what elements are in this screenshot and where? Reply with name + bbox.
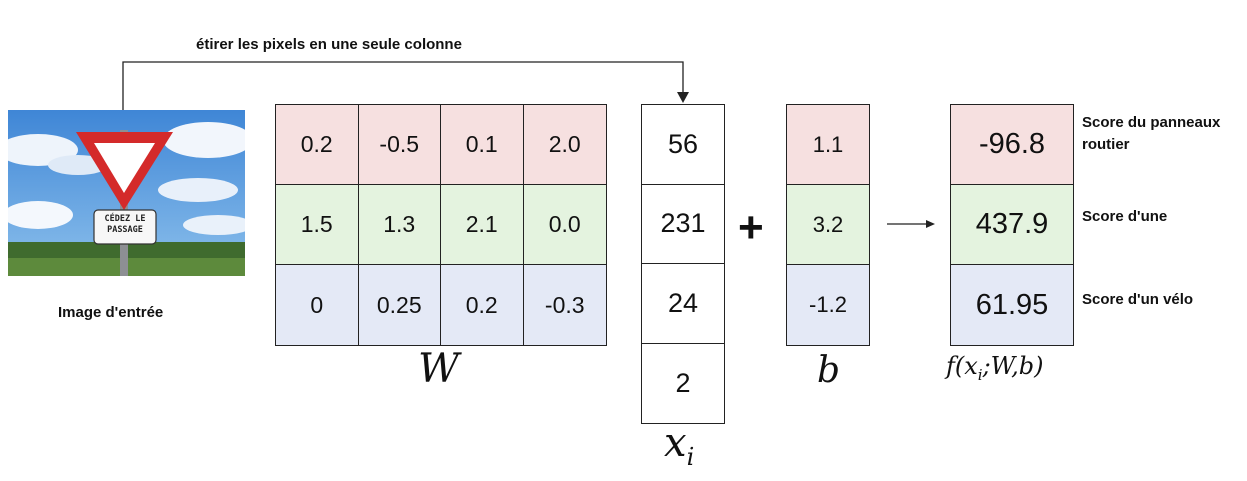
w-cell: 0.2 — [441, 265, 524, 345]
function-label-head: f(x — [946, 352, 978, 380]
bias-vector: 1.1 3.2 -1.2 — [786, 104, 870, 346]
input-image: CÉDEZ LE PASSAGE — [8, 110, 245, 276]
w-cell: 0.2 — [276, 105, 359, 185]
b-cell: -1.2 — [787, 265, 869, 345]
w-cell: 2.1 — [441, 185, 524, 265]
score-vector: -96.8 437.9 61.95 — [950, 104, 1074, 346]
weight-label: W — [418, 346, 460, 392]
x-cell: 2 — [675, 367, 691, 398]
bias-label: b — [817, 350, 841, 391]
w-cell: 0 — [276, 265, 359, 345]
w-cell: 0.25 — [358, 265, 441, 345]
function-label-sub: i — [977, 365, 983, 384]
function-label: f(xi;W,b) — [946, 352, 1044, 384]
w-cell: 2.0 — [523, 105, 606, 185]
x-cell: 56 — [642, 105, 724, 185]
score-label-une: Score d'une — [1082, 208, 1168, 225]
score-label-sign: Score du panneaux routier — [1082, 112, 1220, 156]
w-cell: 1.3 — [358, 185, 441, 265]
sign-text-line2: PASSAGE — [107, 225, 143, 235]
w-cell: 0.0 — [523, 185, 606, 265]
stretch-caption: étirer les pixels en une seule colonne — [196, 36, 462, 53]
score-label-velo: Score d'un vélo — [1082, 291, 1194, 308]
f-cell: -96.8 — [951, 105, 1073, 185]
score-label-sign-line1: Score du panneaux — [1082, 114, 1221, 131]
w-cell: -0.3 — [523, 265, 606, 345]
w-cell: 0.1 — [441, 105, 524, 185]
w-cell: 1.5 — [276, 185, 359, 265]
plus-operator: + — [738, 203, 764, 252]
b-cell: 1.1 — [787, 105, 869, 185]
x-cell: 24 — [642, 264, 724, 344]
pixel-vector: 56 231 24 2 — [641, 104, 725, 424]
b-cell: 3.2 — [787, 185, 869, 265]
x-label-sub: i — [686, 443, 695, 471]
score-label-sign-line2: routier — [1082, 136, 1130, 153]
f-cell: 437.9 — [951, 185, 1073, 265]
x-label-main: x — [664, 420, 687, 466]
weight-matrix: 0.2 -0.5 0.1 2.0 1.5 1.3 2.1 0.0 0 0.25 … — [275, 104, 607, 346]
function-label-tail: ;W,b) — [982, 352, 1044, 380]
x-cell: 231 — [642, 185, 724, 264]
w-cell: -0.5 — [358, 105, 441, 185]
f-cell: 61.95 — [951, 265, 1073, 345]
x-label: xi — [664, 420, 694, 471]
sign-text-line1: CÉDEZ LE — [104, 214, 146, 224]
input-image-label: Image d'entrée — [58, 304, 164, 321]
